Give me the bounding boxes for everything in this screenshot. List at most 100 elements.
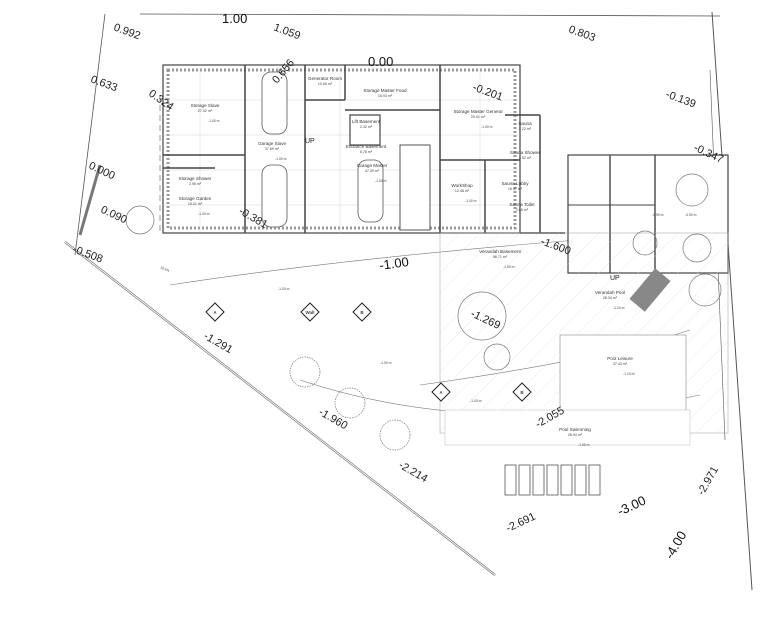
room-area: 16.47 m² — [508, 187, 523, 191]
sun-lounger — [532, 464, 545, 496]
room-name: Storage Master General — [453, 109, 502, 114]
elevation-label: 1.059 — [272, 22, 302, 43]
room-level: -1.10 m — [613, 306, 625, 310]
room-name: Verandah Pool — [595, 290, 625, 295]
elevation-label: -0.139 — [664, 89, 697, 111]
elevation-label: 0.992 — [112, 22, 142, 43]
room-area: 20.01 m² — [471, 115, 486, 119]
pool-ladder — [629, 268, 671, 312]
room-area: 1.52 m² — [519, 156, 532, 160]
level-label: -0.90 m — [685, 213, 697, 217]
room-name: Verandah Basement — [479, 249, 521, 254]
sun-lounger — [574, 464, 587, 496]
room-name: Pool Swimming — [559, 427, 591, 432]
room-name: Sauna Toilet — [509, 202, 535, 207]
room-area: 96.71 m² — [493, 255, 508, 259]
room-area: 2.66 m² — [516, 208, 529, 212]
level-label: -1.00 m — [470, 399, 482, 403]
room-level: -1.10 m — [623, 372, 635, 376]
room-name: Storage Master Food — [363, 88, 407, 93]
sun-lounger — [560, 464, 573, 496]
room-level: -1.00 m — [208, 119, 220, 123]
room-name: Sauna — [518, 121, 532, 126]
car-icons — [261, 71, 384, 228]
room-area: 12.48 m² — [455, 189, 470, 193]
sun-loungers — [504, 464, 601, 496]
trees — [125, 173, 722, 451]
level-label: -1.00 m — [278, 287, 290, 291]
room-area: 2.22 m² — [519, 127, 532, 131]
up-label: UP — [305, 138, 315, 145]
elevation-label: 0.090 — [99, 204, 129, 227]
room-name: Pool Leisure — [607, 356, 633, 361]
section-marker-label: A — [439, 390, 443, 395]
section-marker-label: B — [520, 390, 524, 395]
section-marker-label: Wall — [305, 310, 314, 315]
elevation-label: 1.00 — [222, 11, 247, 26]
sun-lounger — [518, 464, 531, 496]
section-marker-icon — [300, 302, 320, 322]
room-name: Storage Garden — [179, 196, 212, 201]
room-area: 18.01 m² — [188, 202, 203, 206]
level-label: -1.00 m — [380, 361, 392, 365]
verandah-area — [439, 232, 729, 446]
elevation-label: -4.00 — [662, 528, 690, 561]
section-marker-icon — [431, 382, 451, 402]
room-name: Entrance Basement — [346, 144, 387, 149]
room-area: 8.78 m² — [360, 150, 373, 154]
room-level: -1.00 m — [578, 443, 590, 447]
room-area: 2.96 m² — [189, 182, 202, 186]
room-area: 16.93 m² — [378, 94, 393, 98]
room-area: 37.69 m² — [265, 147, 280, 151]
room-name: Garage Slave — [258, 141, 287, 146]
room-name: Garage Master — [357, 163, 388, 168]
slope-label: 12.5% — [160, 265, 170, 273]
elevation-label: -1.00 — [378, 254, 409, 273]
pool-leisure — [559, 334, 687, 416]
sun-lounger — [504, 464, 517, 496]
room-area: 27.32 m² — [198, 109, 213, 113]
room-area: 10.06 m² — [318, 82, 333, 86]
sun-lounger — [546, 464, 559, 496]
level-label: -0.90 m — [652, 213, 664, 217]
section-marker-icon — [205, 302, 225, 322]
room-name: Storage Shower — [179, 176, 212, 181]
building-footprint — [162, 64, 565, 234]
elevation-label: 0.803 — [567, 24, 597, 45]
elevation-label: -0.508 — [71, 244, 104, 266]
room-name: Lift Basement — [352, 119, 381, 124]
room-level: -1.00 m — [503, 265, 515, 269]
elevation-label: -2.214 — [397, 459, 430, 485]
room-name: Sauna Shower — [510, 150, 541, 155]
section-marker-label: B — [360, 310, 364, 315]
room-level: -1.00 m — [275, 157, 287, 161]
section-marker-icon — [512, 382, 532, 402]
room-level: -1.00 m — [465, 199, 477, 203]
room-area: 37.43 m² — [613, 362, 628, 366]
section-marker-label: A — [213, 310, 217, 315]
room-area: 2.32 m² — [360, 125, 373, 129]
section-marker-icon — [352, 302, 372, 322]
elevation-label: 0.633 — [89, 74, 119, 95]
room-name: Storage Slave — [191, 103, 220, 108]
elevation-label: -2.691 — [504, 511, 537, 535]
sun-lounger — [588, 464, 601, 496]
room-level: -1.00 m — [198, 212, 210, 216]
up-label: UP — [610, 275, 620, 282]
room-level: -1.00 m — [481, 125, 493, 129]
room-area: 28.94 m² — [568, 433, 583, 437]
room-name: WorkShop — [451, 183, 473, 188]
room-name: Sauna Lobby — [501, 181, 529, 186]
elevation-label: -3.00 — [615, 493, 648, 519]
elevation-label: -2.971 — [695, 464, 721, 497]
elevation-label: 0.000 — [87, 160, 117, 183]
pool-swimming — [444, 409, 691, 446]
elevation-label: -1.960 — [317, 406, 350, 432]
room-area: 47.39 m² — [365, 169, 380, 173]
room-name: Generator Room — [308, 76, 342, 81]
room-level: -1.00 m — [375, 179, 387, 183]
